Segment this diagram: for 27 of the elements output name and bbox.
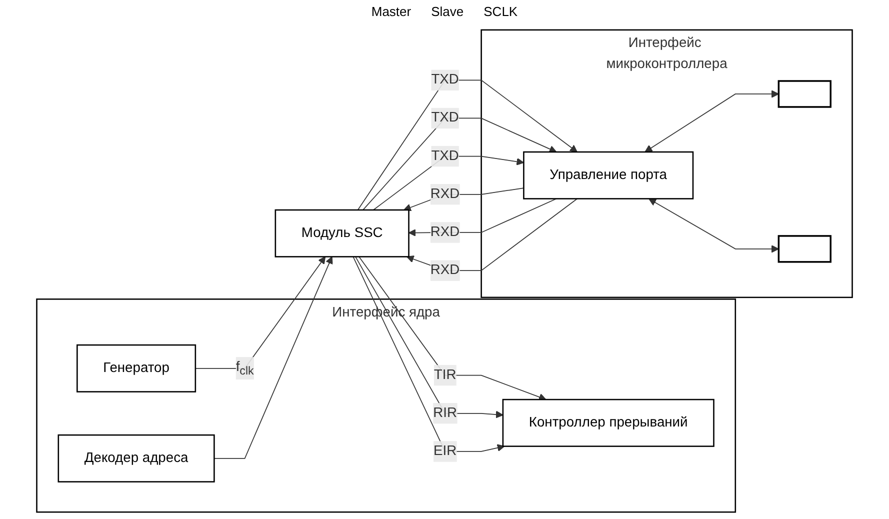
arrow [355,256,504,418]
node-box: Декодер адреса [58,434,215,482]
node-box: Управление порта [523,151,694,200]
arrow [358,256,546,401]
edge-label: TIR [434,368,456,382]
edge-label: TXD [431,72,459,88]
arrow [214,256,333,459]
edge-label: TXD [431,110,459,126]
edge-label: TXD [431,148,459,164]
edge-label: RIR [433,406,457,420]
edge-label: f$_{clk}$ [236,360,254,378]
signal-label: Slave [431,4,464,19]
edge-label: RXD [430,262,460,278]
arrow [644,90,780,152]
signal-label: SCLK [484,4,518,19]
node-box [778,235,832,263]
arrow [648,198,780,253]
edge-label: RXD [430,224,460,240]
node-box: Контроллер прерываний [502,398,714,447]
arrow [352,256,505,452]
node-box [778,80,832,108]
edge-label: RXD [430,186,460,202]
node-box: Генератор [76,344,196,392]
signal-label: Master [371,4,412,19]
node-box: Модуль SSC [274,209,410,258]
edge-label: EIR [433,444,457,458]
arrow [194,256,326,369]
